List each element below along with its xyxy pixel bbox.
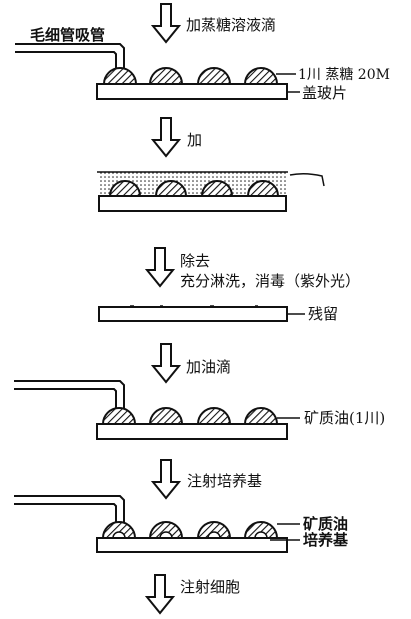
drop-with-medium: [196, 521, 232, 539]
mineral-oil-label: 矿质油: [303, 515, 348, 533]
step-3: 除去 充分淋洗，消毒（紫外光） 残留: [98, 247, 360, 323]
step-6: 注射细胞: [146, 574, 240, 614]
cover-slip: [96, 83, 288, 100]
step-5: 注射培养基 矿质油 培养基: [14, 459, 349, 553]
sucrose-label: 1川 蒸糖 20M: [298, 67, 390, 83]
cover-slip: [98, 195, 287, 212]
capillary-pipette: [15, 43, 125, 70]
step-3-sublabel: 充分淋洗，消毒（紫外光）: [180, 272, 360, 290]
oil-drop: [243, 407, 279, 425]
down-arrow-icon: [152, 3, 180, 43]
down-arrow-icon: [146, 574, 174, 614]
residue-label: 残留: [308, 305, 338, 323]
sucrose-drop: [102, 67, 138, 85]
medium-label: 培养基: [303, 531, 349, 549]
step-5-label: 注射培养基: [187, 472, 262, 490]
drop-with-medium: [101, 521, 137, 539]
capillary-pipette: [14, 380, 125, 410]
down-arrow-icon: [152, 117, 180, 157]
down-arrow-icon: [152, 343, 180, 383]
step-2-label: 加: [187, 131, 202, 149]
step-1-label: 加蒸糖溶液滴: [186, 16, 276, 34]
step-1: 加蒸糖溶液滴 毛细管吸管 1川 蒸糖 20M 盖玻片: [15, 3, 390, 102]
down-arrow-icon: [146, 247, 174, 287]
mineral-oil-label: 矿质油(1川): [304, 409, 385, 427]
step-2: 加: [97, 117, 325, 212]
cover-slip: [96, 537, 288, 553]
cover-slip: [98, 306, 288, 322]
step-3-label: 除去: [180, 252, 210, 270]
down-arrow-icon: [152, 459, 180, 499]
capillary-label: 毛细管吸管: [30, 26, 105, 44]
oil-drop: [101, 407, 137, 425]
oil-drop: [196, 407, 232, 425]
sucrose-drop: [148, 67, 184, 85]
step-6-label: 注射细胞: [180, 578, 240, 596]
drop-with-medium: [243, 521, 279, 539]
cover-slip-label: 盖玻片: [302, 84, 347, 102]
step-4: 加油滴 矿质油(1川): [14, 343, 385, 440]
oil-drop: [148, 407, 184, 425]
capillary-pipette: [14, 495, 125, 525]
step-4-label: 加油滴: [186, 358, 231, 376]
sucrose-drop: [196, 67, 232, 85]
sucrose-drop: [243, 67, 279, 85]
drop-with-medium: [148, 521, 184, 539]
cover-slip: [96, 423, 288, 440]
